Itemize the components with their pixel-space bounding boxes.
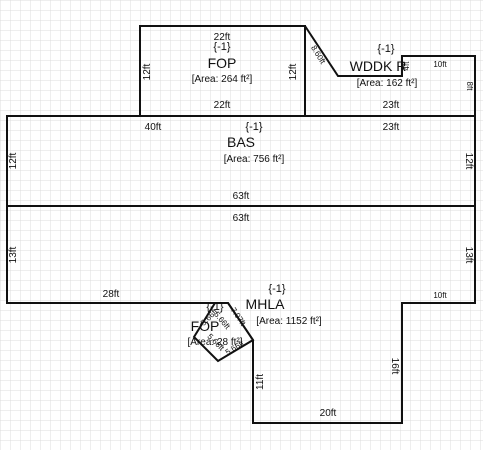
fop-small-code: {-1} [206, 301, 223, 313]
dim-mhla-right: 13ft [463, 247, 474, 264]
wddk-area-value: [Area: 162 ft²] [357, 78, 418, 89]
dim-mhla-right-lower: 16ft [389, 358, 400, 375]
fop-top-area-value: [Area: 264 ft²] [192, 74, 253, 85]
dim-wddk-left-small: 4ft [402, 61, 411, 71]
dim-mhla-bottom-right-stub: 10ft [433, 291, 447, 300]
dim-mhla-top: 63ft [233, 213, 250, 224]
dim-fop-top-left: 12ft [142, 63, 153, 80]
mhla-area[interactable]: 63ft 13ft 13ft {-1} 28ft 10ft MHLA [Area… [6, 205, 476, 424]
bas-name: BAS [227, 134, 255, 150]
fop-small-area-value: [Area: 28 ft²] [187, 337, 242, 348]
fop-top-area[interactable]: 22ft {-1} FOP [Area: 264 ft²] 22ft 12ft … [139, 25, 306, 117]
fop-top-code: {-1} [213, 41, 230, 53]
dim-mhla-bottom-left: 28ft [103, 289, 120, 300]
dim-wddk-top: 10ft [433, 60, 447, 69]
mhla-area-value: [Area: 1152 ft²] [256, 316, 322, 327]
mhla-name: MHLA [246, 296, 286, 312]
fop-top-name: FOP [208, 55, 237, 71]
dim-fop-top-bottom: 22ft [214, 100, 231, 111]
dim-bas-bottom: 63ft [233, 191, 250, 202]
dim-mhla-bottom: 20ft [320, 408, 337, 419]
dim-wddk-bottom: 23ft [383, 100, 400, 111]
mhla-code: {-1} [268, 283, 285, 295]
bas-area-value: [Area: 756 ft²] [224, 154, 285, 165]
wddk-name: WDDK R [350, 58, 407, 74]
dim-fop-top-top: 22ft [214, 32, 231, 43]
dim-wddk-right: 8ft [465, 82, 474, 92]
bas-code: {-1} [245, 121, 262, 133]
dim-bas-top-left: 40ft [145, 122, 162, 133]
dim-bas-right: 12ft [463, 153, 474, 170]
bas-area[interactable]: 40ft {-1} 23ft BAS [Area: 756 ft²] 12ft … [6, 115, 476, 207]
dim-bas-left: 12ft [8, 152, 19, 169]
dim-fop-top-right: 12ft [288, 63, 299, 80]
dim-bas-top-right: 23ft [383, 122, 400, 133]
dim-mhla-left: 13ft [8, 246, 19, 263]
fop-small-name: FOP [191, 318, 220, 334]
wddk-code: {-1} [377, 43, 394, 55]
dim-mhla-left-lower: 11ft [255, 374, 266, 390]
